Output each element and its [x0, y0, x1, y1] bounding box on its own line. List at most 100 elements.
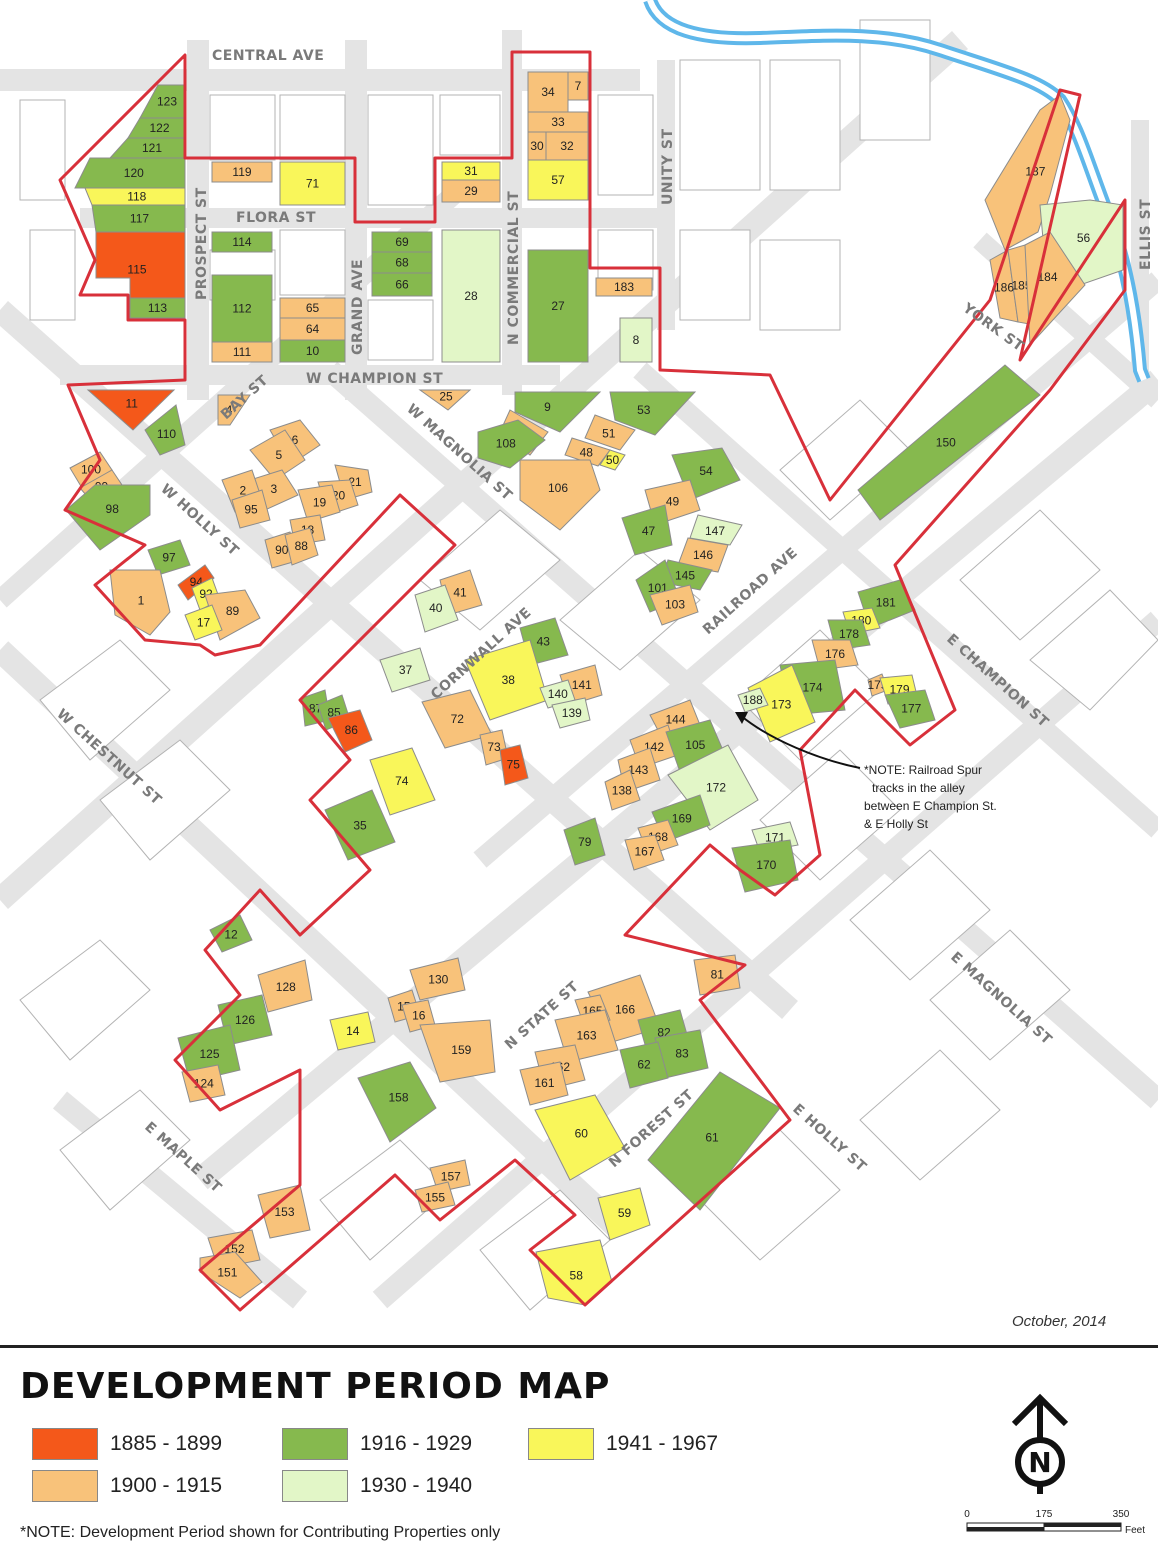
parcel-label-169: 169: [672, 812, 692, 826]
parcel-label-153: 153: [274, 1205, 294, 1219]
parcel-label-121: 121: [142, 141, 162, 155]
legend-label: 1930 - 1940: [360, 1474, 473, 1497]
parcel-label-172: 172: [706, 781, 726, 795]
map-title: DEVELOPMENT PERIOD MAP: [20, 1366, 611, 1407]
parcel-71: [279, 161, 346, 206]
parcel-label-95: 95: [244, 503, 258, 517]
parcel-label-167: 167: [634, 844, 654, 858]
parcel-label-72: 72: [451, 712, 465, 726]
lot: [59, 1089, 191, 1211]
parcel-128: [257, 959, 313, 1013]
parcel-label-178: 178: [839, 627, 859, 641]
lot: [1029, 589, 1158, 711]
lot: [39, 639, 171, 761]
parcel-label-8: 8: [633, 333, 640, 347]
parcel-label-25: 25: [439, 390, 453, 404]
background-lots: [19, 19, 1158, 1311]
parcel-81: [693, 954, 741, 996]
parcel-label-112: 112: [232, 302, 251, 316]
parcel-label-50: 50: [606, 453, 620, 467]
lot: [679, 59, 761, 191]
parcel-150: [857, 364, 1041, 521]
parcel-label-60: 60: [575, 1126, 589, 1140]
legend-item-1930-1940: 1930 - 1940: [282, 1470, 472, 1502]
street-label-unity-st: UNITY ST: [660, 129, 676, 206]
legend-swatch: [528, 1428, 594, 1460]
street-label-grand-ave: GRAND AVE: [350, 259, 366, 355]
parcel-label-69: 69: [395, 235, 409, 249]
parcel-label-150: 150: [936, 436, 956, 450]
historic-district-boundary: [58, 50, 1127, 1312]
parcel-label-143: 143: [628, 763, 648, 777]
parcel-label-117: 117: [130, 212, 149, 226]
parcel-110: [144, 404, 186, 456]
parcel-10: [279, 339, 346, 363]
lot: [19, 99, 66, 201]
parcel-17: [184, 604, 223, 641]
n-forest-st-road: [372, 611, 1158, 1309]
parcel-label-59: 59: [618, 1206, 632, 1220]
parcel-label-184: 184: [1037, 270, 1057, 284]
note-line-2: tracks in the alley: [872, 781, 965, 795]
parcel-label-146: 146: [693, 548, 713, 562]
parcel-label-68: 68: [395, 256, 409, 270]
parcel-111: [211, 341, 273, 363]
parcel-label-17: 17: [197, 616, 211, 630]
parcel-27: [527, 249, 589, 363]
parcel-label-115: 115: [127, 262, 146, 276]
parcel-label-34: 34: [541, 85, 555, 99]
parcel-158: [357, 1061, 437, 1143]
parcel-label-33: 33: [551, 115, 565, 129]
parcel-48: [564, 437, 611, 467]
lot: [759, 749, 901, 881]
parcel-label-30: 30: [530, 139, 544, 153]
parcel-label-108: 108: [496, 437, 516, 451]
parcel-label-65: 65: [306, 301, 320, 315]
parcel-label-174: 174: [802, 681, 822, 695]
parcel-label-64: 64: [306, 322, 320, 336]
parcel-label-176: 176: [825, 647, 845, 661]
parcel-label-89: 89: [226, 604, 240, 618]
parcel-98: [65, 484, 151, 551]
parcel-label-19: 19: [313, 495, 327, 509]
parcel-label-147: 147: [705, 524, 725, 538]
parcel-95: [231, 489, 271, 529]
legend-label: 1941 - 1967: [606, 1432, 719, 1455]
parcel-label-56: 56: [1077, 231, 1091, 245]
parcel-label-32: 32: [560, 139, 574, 153]
lot: [959, 509, 1101, 641]
street-label-flora-st: FLORA ST: [236, 210, 316, 226]
parcel-label-122: 122: [149, 121, 169, 135]
parcel-139: [551, 697, 591, 729]
lot: [849, 849, 991, 981]
parcel-88: [284, 527, 319, 566]
parcel-label-53: 53: [637, 403, 651, 417]
street-label-n-commercial-st: N COMMERCIAL ST: [506, 191, 522, 345]
lot: [679, 229, 751, 321]
street-label-w-champion-st: W CHAMPION ST: [306, 371, 443, 387]
parcel-25: [418, 389, 472, 411]
parcel-11: [86, 389, 176, 431]
note-line-3: between E Champion St.: [864, 799, 997, 813]
parcel-35: [324, 789, 396, 861]
parcel-7: [567, 71, 589, 101]
scale-segment-1-fill: [967, 1527, 1044, 1531]
parcel-59: [597, 1187, 651, 1241]
parcel-label-6: 6: [292, 433, 299, 447]
scale-tick-350: 350: [1113, 1509, 1130, 1520]
parcel-label-119: 119: [232, 165, 251, 179]
parcel-label-186: 186: [994, 281, 1014, 295]
parcel-label-41: 41: [453, 586, 467, 600]
parcel-37: [379, 647, 431, 693]
parcel-173: [747, 664, 816, 743]
note-arrowhead: [735, 712, 748, 724]
parcel-label-157: 157: [441, 1169, 461, 1183]
parcel-label-163: 163: [576, 1029, 596, 1043]
parcel-103: [649, 584, 699, 626]
parcel-label-151: 151: [217, 1265, 237, 1279]
parcel-label-103: 103: [665, 597, 685, 611]
legend-swatch: [32, 1428, 98, 1460]
parcel-5: [249, 429, 306, 481]
street-label-central-ave: CENTRAL AVE: [212, 48, 324, 64]
parcel-47: [621, 504, 673, 556]
